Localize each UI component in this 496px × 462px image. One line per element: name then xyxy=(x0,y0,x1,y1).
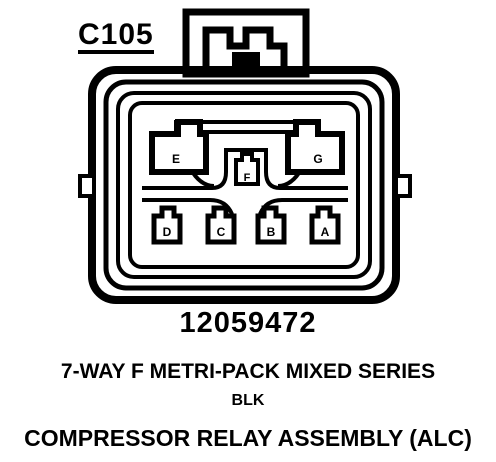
connector-series: 7-WAY F METRI-PACK MIXED SERIES xyxy=(60,360,436,383)
pin-b-label: B xyxy=(267,225,276,239)
right-latch xyxy=(394,174,412,198)
part-number: 12059472 xyxy=(179,307,317,339)
cavity-b: B xyxy=(255,205,287,245)
cavity-e: E xyxy=(149,119,209,175)
pin-f-label: F xyxy=(244,172,251,184)
cavity-g: G xyxy=(285,119,345,175)
left-latch xyxy=(78,174,96,198)
pin-d-label: D xyxy=(163,225,172,239)
pin-e-label: E xyxy=(172,152,180,166)
cavity-a: A xyxy=(309,205,341,245)
connector-color: BLK xyxy=(231,392,265,409)
pin-a-label: A xyxy=(321,225,330,239)
connector-id-label: C105 xyxy=(78,20,154,54)
cavity-d: D xyxy=(151,205,183,245)
cavity-f: F xyxy=(234,152,260,186)
pin-g-label: G xyxy=(313,152,322,166)
pin-c-label: C xyxy=(217,225,226,239)
cavity-c: C xyxy=(205,205,237,245)
locking-tab xyxy=(182,8,310,78)
connector-description: COMPRESSOR RELAY ASSEMBLY (ALC) xyxy=(24,425,472,451)
